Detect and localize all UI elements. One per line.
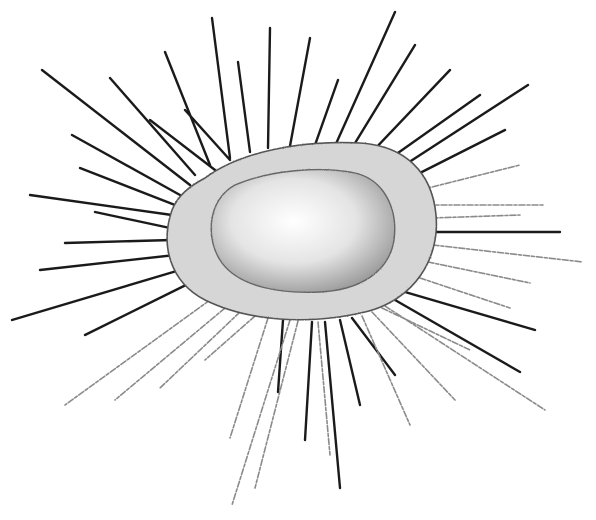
filament-solid bbox=[305, 322, 312, 440]
filament-solid bbox=[268, 28, 270, 148]
filament-faint bbox=[160, 312, 240, 388]
filament-solid bbox=[400, 85, 528, 168]
filament-faint bbox=[318, 322, 330, 455]
filament-solid bbox=[340, 320, 360, 405]
filament-faint bbox=[115, 308, 225, 400]
filament-solid bbox=[372, 70, 450, 152]
filament-faint bbox=[255, 321, 298, 488]
filament-faint bbox=[420, 165, 520, 190]
filament-faint bbox=[362, 316, 410, 425]
filament-solid bbox=[352, 318, 395, 375]
filament-faint bbox=[420, 278, 510, 308]
filament-solid bbox=[30, 195, 172, 215]
filament-solid bbox=[315, 80, 338, 145]
filament-solid bbox=[395, 300, 520, 372]
filament-solid bbox=[40, 255, 175, 270]
filament-solid bbox=[410, 130, 505, 178]
filament-solid bbox=[65, 240, 172, 243]
filament-faint bbox=[230, 318, 268, 438]
filament-solid bbox=[212, 18, 230, 158]
filament-solid bbox=[85, 282, 192, 335]
filament-solid bbox=[95, 212, 170, 228]
filament-faint bbox=[65, 300, 210, 405]
filament-solid bbox=[405, 292, 535, 330]
filament-solid bbox=[12, 270, 180, 320]
inner-cell-core bbox=[211, 170, 395, 293]
filament-solid bbox=[80, 168, 175, 205]
filament-faint bbox=[232, 320, 290, 505]
filament-solid bbox=[42, 70, 190, 185]
filament-solid bbox=[290, 38, 310, 146]
filament-faint bbox=[433, 245, 583, 262]
filament-solid bbox=[238, 62, 250, 152]
filament-faint bbox=[382, 308, 470, 350]
filament-faint bbox=[432, 215, 520, 218]
filament-solid bbox=[352, 45, 415, 148]
filament-solid bbox=[325, 322, 340, 488]
filament-faint bbox=[428, 262, 530, 283]
